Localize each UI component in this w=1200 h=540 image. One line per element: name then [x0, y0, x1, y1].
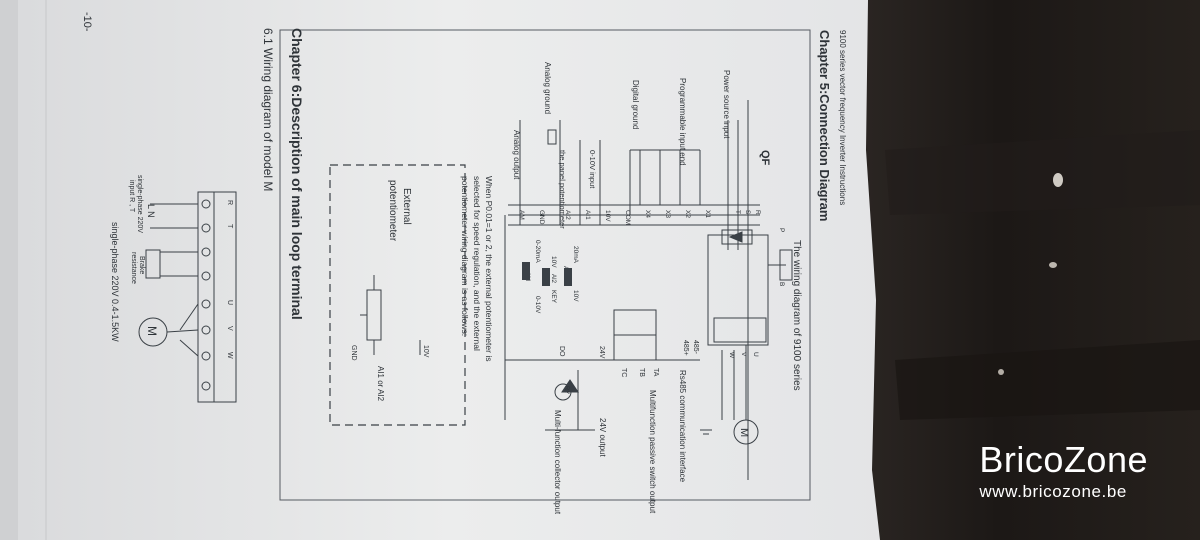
ch6-terminal-w: W — [226, 352, 233, 359]
note-gnd: GND — [350, 345, 357, 361]
watermark-url: www.bricozone.be — [979, 482, 1127, 501]
note-line-1: When P0.01=1 or 2, the external potentio… — [484, 176, 494, 361]
out-do: DO — [558, 346, 565, 357]
terminal-s: S — [744, 210, 751, 215]
terminal-am: AM — [518, 210, 525, 220]
ch6-input-line1: single-phase 220V — [136, 175, 143, 233]
rs485-minus: 485- — [692, 340, 699, 355]
wiring-diagram — [504, 100, 793, 480]
document-page — [0, 0, 900, 540]
terminal-ai1: AI1 — [584, 210, 591, 220]
diagram-title: The wiring diagram of 9100 series — [791, 240, 802, 391]
terminal-com: COM — [624, 210, 631, 225]
label-programmable: Programmable input end — [678, 78, 687, 166]
relay-ta: TA — [652, 368, 659, 377]
note-10v: 10V — [422, 345, 429, 358]
page-number: -10- — [81, 12, 93, 32]
ch6-ln: L N — [146, 204, 156, 218]
label-power-source: Power source input — [722, 70, 731, 139]
terminal-p: P — [778, 228, 785, 232]
note-ext-pot-1: External — [401, 188, 412, 225]
motor-m: M — [738, 428, 750, 437]
label-analog-ground: Analog ground — [543, 62, 552, 114]
label-panel-pot: the panel potentiometer — [558, 150, 567, 229]
terminal-t: T — [734, 210, 741, 214]
ch6-terminal-t: T — [226, 224, 233, 229]
page-edge — [0, 0, 18, 540]
ch6-input-line2: input R , T — [128, 180, 135, 213]
note-box — [329, 164, 466, 426]
jumper-10v-ai2: 10V — [550, 256, 557, 268]
chapter6-subtitle: 6.1 Wiring diagram of model M — [261, 28, 275, 191]
label-0-10v-input: 0-10V input — [588, 150, 597, 189]
note-line-2: selected for speed regulation, and the e… — [472, 176, 482, 351]
jumper-20ma: 20mA — [572, 246, 579, 264]
ch6-motor: M — [145, 326, 159, 336]
terminal-r: R — [754, 210, 761, 215]
terminal-gnd: GND — [538, 210, 545, 225]
watermark: BricoZone www.bricozone.be — [979, 440, 1148, 502]
chapter5-title: Chapter 5:Connection Diagram — [817, 30, 832, 221]
terminal-x1: X1 — [704, 210, 711, 218]
out-ry: RY — [563, 386, 569, 394]
out-24v: 24V — [598, 346, 605, 359]
jumper-0-20ma: 0-20mA — [534, 240, 541, 263]
out-24v-label: 24V output — [598, 418, 607, 457]
relay-label: Multifunction passive switch output — [648, 390, 657, 514]
collector-label: Multi-function collector output — [553, 410, 562, 515]
note-line-3: potentiometer wiring diagram is as follo… — [460, 176, 470, 336]
terminal-x2: X2 — [684, 210, 691, 218]
rs485-plus: 485+ — [682, 340, 689, 356]
diagram-frame — [279, 29, 811, 501]
terminal-v: V — [740, 352, 747, 357]
board-speck — [1053, 173, 1063, 187]
relay-tc: TC — [620, 368, 627, 377]
jumper-key: KEY — [550, 290, 557, 304]
relay-tb: TB — [638, 368, 645, 377]
terminal-x3: X3 — [664, 210, 671, 218]
terminal-qf: QF — [759, 150, 771, 166]
terminal-w: W — [728, 352, 735, 359]
terminal-ai2: AI2 — [564, 210, 571, 220]
ch6-brake-2: resistance — [130, 252, 137, 284]
ch6-caption: single-phase 220V 0.4-1.5KW — [110, 222, 120, 342]
ch6-brake-1: Brake — [138, 256, 145, 274]
terminal-u: U — [752, 352, 759, 357]
running-header: 9100 series vector frequency Inverter In… — [838, 30, 847, 205]
jumper-10v-ai1: 10V — [572, 290, 579, 302]
rs485-label: Rs485 communication interface — [678, 370, 687, 483]
ch6-terminal-u: U — [226, 300, 233, 305]
jumper-ai2: AI2 — [550, 274, 556, 284]
ch6-terminal-r: R — [226, 200, 233, 205]
ch6-terminal-v: V — [226, 326, 233, 331]
label-analog-output: Analog output — [512, 130, 521, 180]
terminal-x4: X4 — [644, 210, 651, 218]
watermark-brand: BricoZone — [979, 439, 1148, 480]
note-ext-pot-2: potentiometer — [387, 180, 398, 242]
note-ai: AI1 or AI2 — [376, 366, 385, 402]
terminal-10v: 10V — [604, 210, 611, 222]
jumper-0-10v: 0-10V — [534, 296, 541, 314]
jumper-blocks — [522, 262, 572, 286]
chapter6-title: Chapter 6:Description of main loop termi… — [289, 28, 305, 320]
terminal-b: B — [778, 282, 785, 286]
label-digital-ground: Digital ground — [631, 80, 640, 129]
terminal-strip — [138, 191, 237, 403]
